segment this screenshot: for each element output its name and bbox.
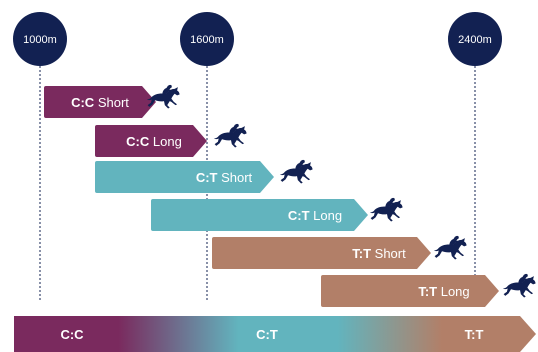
marker-circle: [180, 12, 234, 66]
bar-length: Long: [149, 134, 182, 149]
distance-markers: 1000m 1600m 2400m: [13, 12, 502, 66]
surface-band: C:C C:T T:T: [14, 316, 536, 352]
horse-and-jockey-icon: [369, 197, 403, 222]
bar-c-c-short: C:C Short: [44, 84, 180, 118]
bar-length: Long: [437, 284, 470, 299]
distance-marker: 1600m: [180, 12, 234, 66]
surface-band-label: C:T: [256, 327, 278, 342]
surface-band-label: C:C: [60, 327, 84, 342]
marker-circle: [448, 12, 502, 66]
bar-label: T:T Long: [418, 284, 469, 299]
bar-length: Short: [217, 170, 252, 185]
bar-label: C:T Short: [196, 170, 253, 185]
surface-band-label: T:T: [465, 327, 484, 342]
bar-label: C:C Short: [71, 95, 129, 110]
bar-code: T:T: [352, 246, 371, 261]
bar-shape: [95, 161, 274, 193]
horse-and-jockey-icon: [502, 273, 536, 298]
marker-label: 1000m: [23, 34, 57, 46]
horse-and-jockey-icon: [146, 84, 180, 109]
distance-marker: 2400m: [448, 12, 502, 66]
bar-shape: [151, 199, 368, 231]
bar-length: Short: [371, 246, 406, 261]
bar-label: C:C Long: [126, 134, 182, 149]
bar-code: C:C: [71, 95, 95, 110]
bar-code: C:T: [288, 208, 310, 223]
horse-and-jockey-icon: [433, 235, 467, 260]
bar-c-t-short: C:T Short: [95, 159, 313, 193]
bar-c-t-long: C:T Long: [151, 197, 403, 231]
distance-marker: 1000m: [13, 12, 67, 66]
surface-band-arrow: [14, 316, 536, 352]
bar-label: T:T Short: [352, 246, 406, 261]
bar-length: Long: [310, 208, 343, 223]
bar-code: T:T: [418, 284, 437, 299]
horse-and-jockey-icon: [213, 123, 247, 148]
marker-circle: [13, 12, 67, 66]
marker-label: 2400m: [458, 34, 492, 46]
bar-label: C:T Long: [288, 208, 342, 223]
bar-length: Short: [94, 95, 129, 110]
bar-shape: [321, 275, 499, 307]
marker-label: 1600m: [190, 34, 224, 46]
bar-c-c-long: C:C Long: [95, 123, 247, 157]
horse-and-jockey-icon: [279, 159, 313, 184]
bar-t-t-long: T:T Long: [321, 273, 536, 307]
bar-shape: [44, 86, 156, 118]
bar-t-t-short: T:T Short: [212, 235, 467, 269]
bar-shape: [212, 237, 431, 269]
bar-code: C:C: [126, 134, 150, 149]
bar-code: C:T: [196, 170, 218, 185]
bar-shape: [95, 125, 207, 157]
